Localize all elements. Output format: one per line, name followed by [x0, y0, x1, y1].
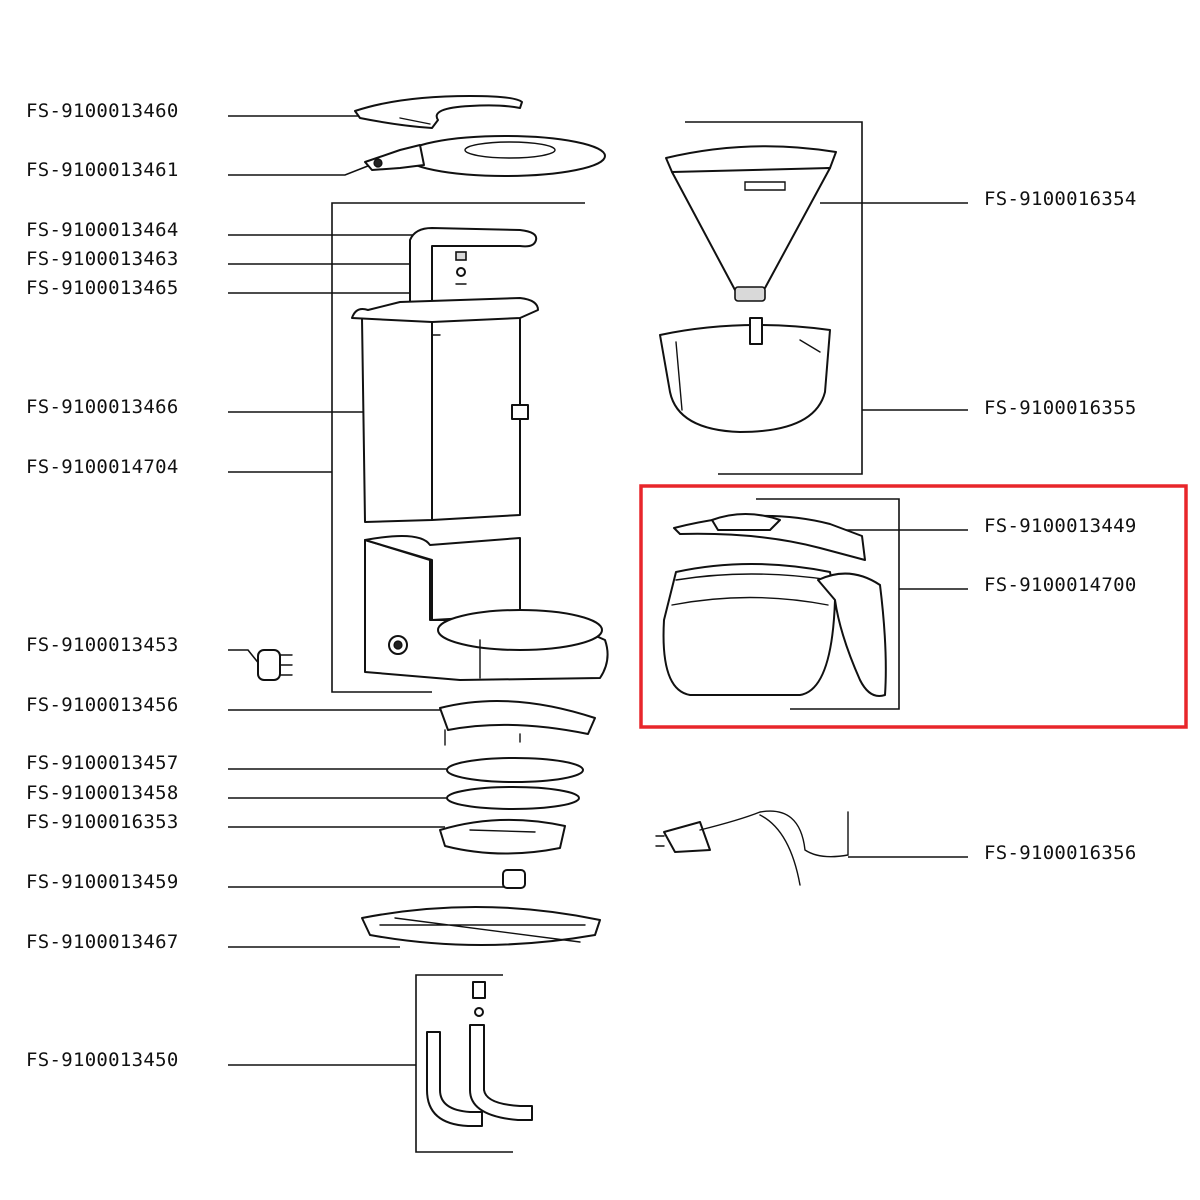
carafe-part: [662, 563, 887, 697]
part-label-16354[interactable]: FS-9100016354: [984, 188, 1137, 210]
lid-part: [364, 135, 606, 177]
part-label-16355[interactable]: FS-9100016355: [984, 397, 1137, 419]
part-label-13459[interactable]: FS-9100013459: [26, 871, 179, 893]
heating-ring-part: [439, 699, 596, 746]
part-label-13450[interactable]: FS-9100013450: [26, 1049, 179, 1071]
thin-gasket-part: [446, 786, 580, 810]
right-labels: FS-9100016354 FS-9100016355 FS-910001344…: [984, 188, 1137, 864]
lid-top-part: [354, 95, 523, 129]
filter-basket-part: [659, 317, 831, 433]
power-cord-part: [655, 810, 849, 886]
part-label-13466[interactable]: FS-9100013466: [26, 396, 179, 418]
part-label-16356[interactable]: FS-9100016356: [984, 842, 1137, 864]
base-body-part: [364, 535, 609, 681]
carafe-lid-part: [673, 513, 866, 561]
part-label-13463[interactable]: FS-9100013463: [26, 248, 179, 270]
part-label-13458[interactable]: FS-9100013458: [26, 782, 179, 804]
bottom-plate-part: [361, 906, 601, 946]
part-label-13460[interactable]: FS-9100013460: [26, 100, 179, 122]
highlight-box: [639, 484, 1188, 729]
part-label-14704[interactable]: FS-9100014704: [26, 456, 179, 478]
filter-holder-part: [665, 145, 837, 302]
part-label-13467[interactable]: FS-9100013467: [26, 931, 179, 953]
part-label-14700[interactable]: FS-9100014700: [984, 574, 1137, 596]
part-label-13461[interactable]: FS-9100013461: [26, 159, 179, 181]
left-labels: FS-9100013460 FS-9100013461 FS-910001346…: [26, 100, 179, 1071]
part-label-16353[interactable]: FS-9100016353: [26, 811, 179, 833]
right-leader-lines: [685, 121, 968, 858]
part-label-13457[interactable]: FS-9100013457: [26, 752, 179, 774]
part-label-13456[interactable]: FS-9100013456: [26, 694, 179, 716]
silicone-tubes-part: [426, 981, 533, 1127]
left-leader-lines: [228, 115, 585, 1153]
part-label-13465[interactable]: FS-9100013465: [26, 277, 179, 299]
part-label-13453[interactable]: FS-9100013453: [26, 634, 179, 656]
part-label-13449[interactable]: FS-9100013449: [984, 515, 1137, 537]
gasket-part: [446, 757, 584, 783]
water-tank-part: [351, 297, 539, 523]
valve-part: [502, 869, 526, 889]
heater-plate-part: [439, 818, 566, 855]
switch-part: [257, 649, 293, 681]
part-label-13464[interactable]: FS-9100013464: [26, 219, 179, 241]
